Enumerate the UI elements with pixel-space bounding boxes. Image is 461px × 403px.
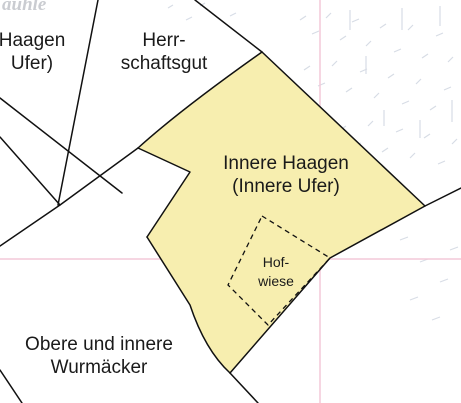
parcel-label-wurmaecker: Obere und innere Wurmäcker <box>25 334 173 379</box>
parcel-label-hofwiese: Hof- wiese <box>258 254 294 289</box>
parcel-label-herrschaftsgut: Herr- schaftsgut <box>120 30 208 75</box>
parcel-hofwiese-boundary <box>227 215 332 326</box>
parcel-label-innere-haagen: Innere Haagen (Innere Ufer) <box>223 153 349 198</box>
basemap-hatching <box>167 2 459 321</box>
basemap-text: auhle <box>2 0 47 15</box>
parcel-label-haagen-ufer: Haagen Ufer) <box>0 30 66 75</box>
parcel-innere-haagen-area <box>138 52 425 373</box>
